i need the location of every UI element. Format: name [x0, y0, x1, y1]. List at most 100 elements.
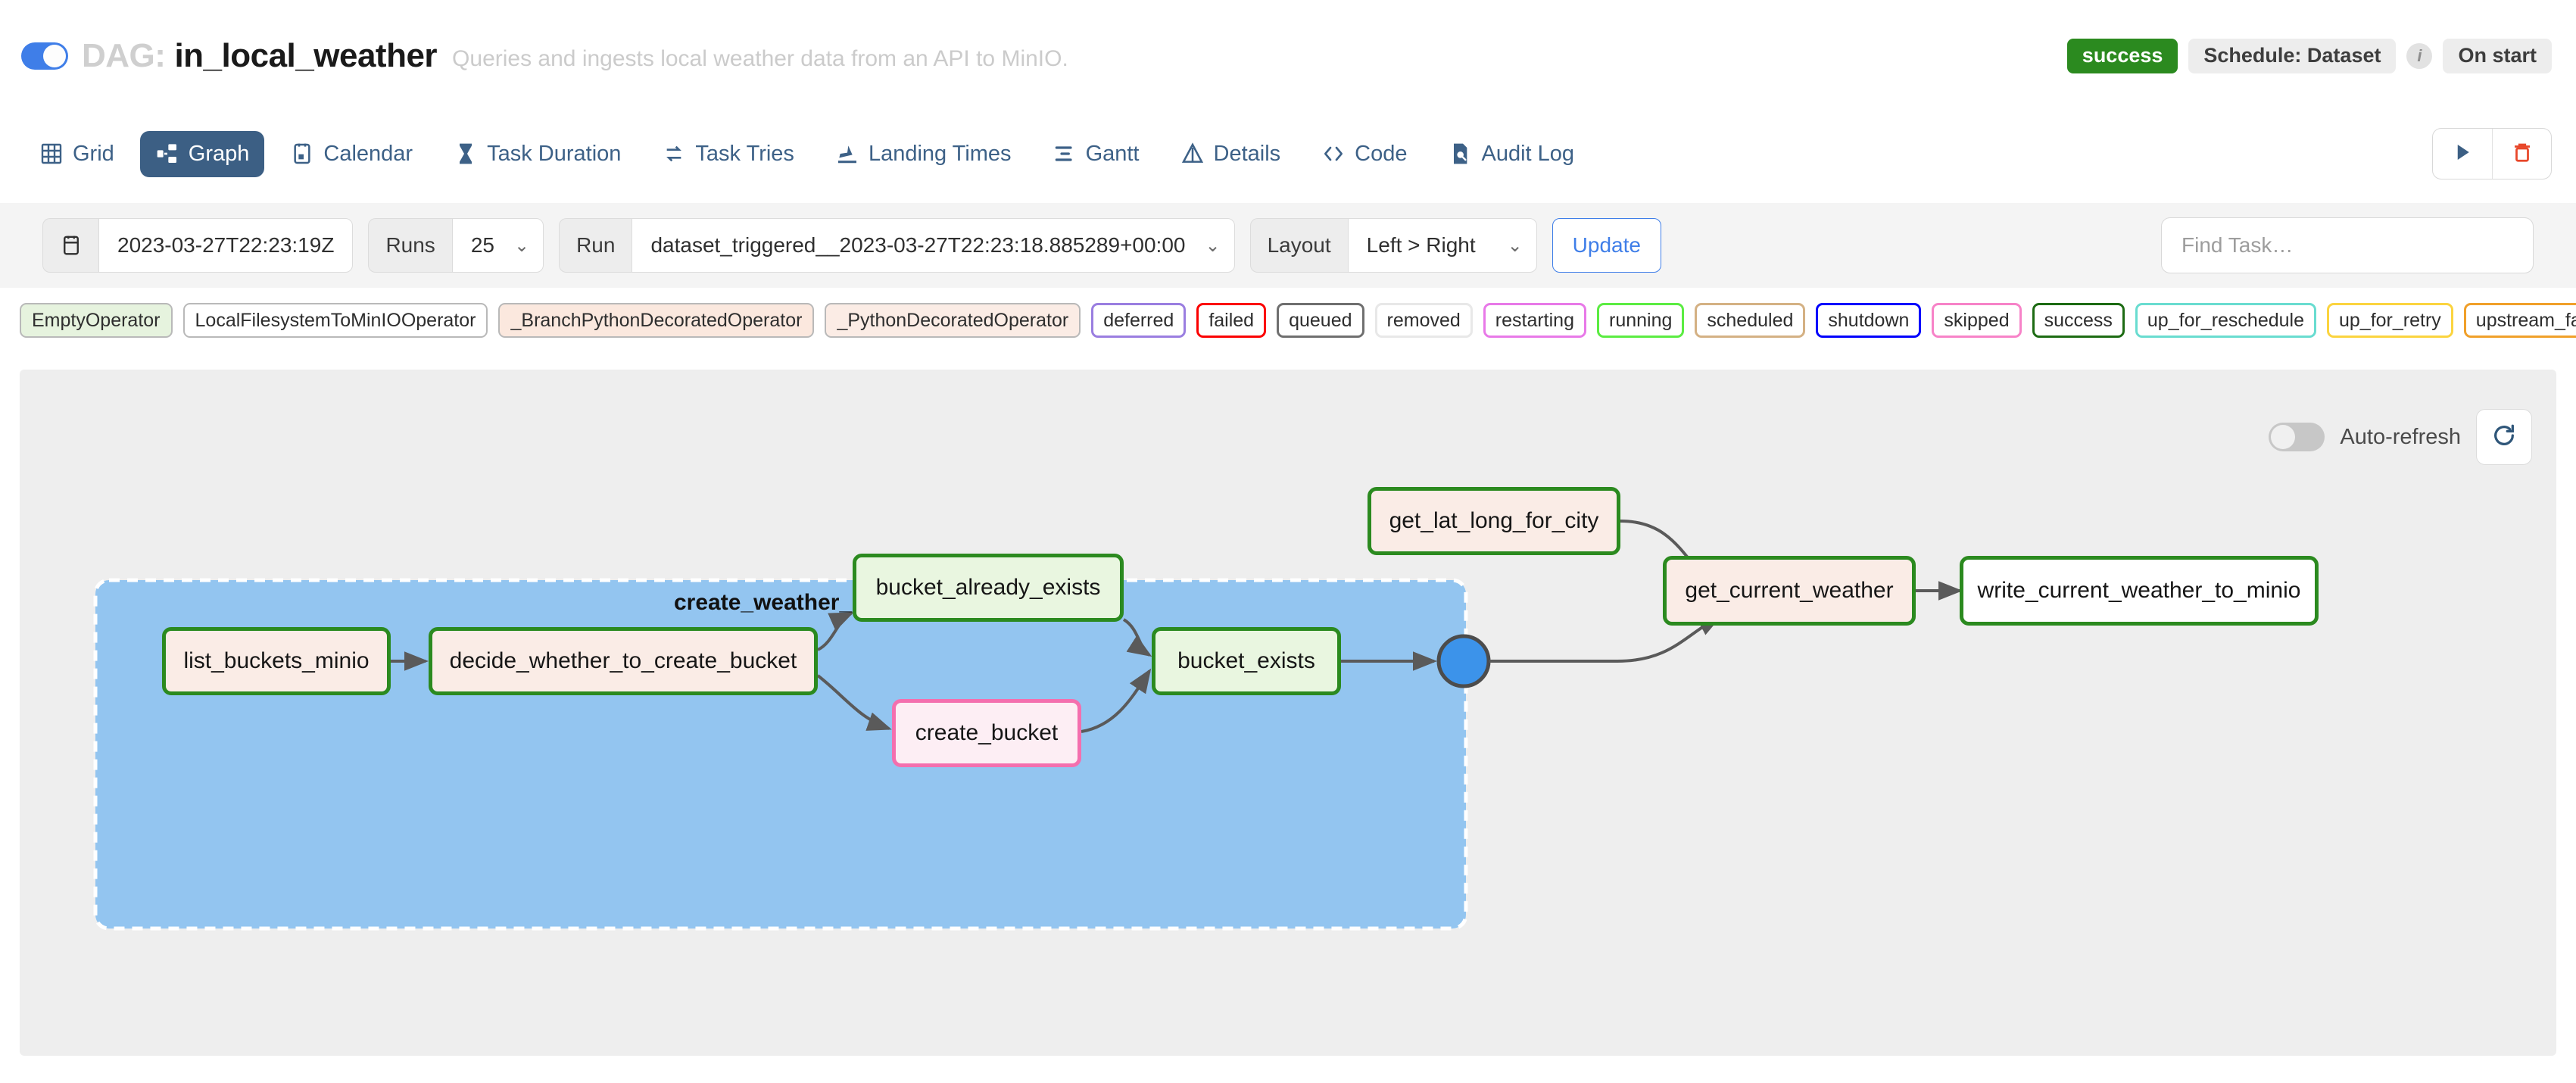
view-tabs: Grid Graph Calendar [0, 112, 2576, 195]
tab-label: Audit Log [1481, 141, 1575, 166]
task-node-write-current-weather-to-minio[interactable]: write_current_weather_to_minio [1960, 556, 2319, 626]
task-node-get-current-weather[interactable]: get_current_weather [1663, 556, 1916, 626]
legend-status-deferred[interactable]: deferred [1091, 302, 1187, 339]
task-node-list-buckets-minio[interactable]: list_buckets_minio [162, 627, 391, 695]
gantt-icon [1053, 142, 1077, 166]
task-node-decide-whether-to-create-bucket[interactable]: decide_whether_to_create_bucket [429, 627, 818, 695]
edge-already-exists-to-bucket-exists [1122, 618, 1152, 657]
tab-task-duration[interactable]: Task Duration [438, 131, 636, 177]
legend-status-up-for-reschedule[interactable]: up_for_reschedule [2135, 302, 2316, 339]
tab-calendar[interactable]: Calendar [275, 131, 428, 177]
run-filter: Run dataset_triggered__2023-03-27T22:23:… [559, 218, 1235, 273]
tab-audit-log[interactable]: Audit Log [1433, 131, 1589, 177]
edge-decide-to-already-exists [817, 612, 854, 651]
tab-grid[interactable]: Grid [24, 131, 129, 177]
triangle-icon [1180, 142, 1205, 166]
code-icon [1321, 142, 1346, 166]
legend-operator-chip[interactable]: LocalFilesystemToMinIOOperator [182, 302, 488, 339]
tab-label: Task Tries [695, 141, 794, 166]
refresh-button[interactable] [2476, 409, 2532, 465]
dag-pause-toggle[interactable] [21, 42, 68, 70]
tab-graph[interactable]: Graph [139, 130, 265, 177]
grid-icon [39, 142, 64, 166]
runs-value: 25 [470, 233, 494, 257]
legend-status-removed[interactable]: removed [1374, 302, 1473, 339]
graph-canvas[interactable]: Auto-refresh [20, 370, 2556, 1056]
task-group-join-node [1436, 634, 1491, 688]
run-value: dataset_triggered__2023-03-27T22:23:18.8… [650, 233, 1186, 257]
graph-toolbar: 2023-03-27T22:23:19Z Runs 25 ⌄ Run datas… [0, 203, 2576, 288]
run-label: Run [559, 218, 632, 273]
chevron-down-icon: ⌄ [513, 235, 530, 256]
tab-code[interactable]: Code [1306, 131, 1422, 177]
dag-prefix-label: DAG: [82, 37, 166, 74]
runs-filter: Runs 25 ⌄ [368, 218, 544, 273]
legend-status-shutdown[interactable]: shutdown [1816, 302, 1922, 339]
tab-label: Gantt [1085, 141, 1140, 166]
refresh-icon [2491, 423, 2517, 452]
next-run-badge: On start [2443, 39, 2552, 73]
schedule-badge: Schedule: Dataset [2188, 39, 2397, 73]
legend-status-restarting[interactable]: restarting [1483, 302, 1586, 339]
tab-label: Details [1213, 141, 1281, 166]
tab-gantt[interactable]: Gantt [1037, 131, 1155, 177]
edge-create-bucket-to-bucket-exists [1081, 668, 1152, 733]
graph-icon [155, 142, 179, 166]
run-select[interactable]: dataset_triggered__2023-03-27T22:23:18.8… [632, 218, 1235, 273]
update-button[interactable]: Update [1552, 218, 1661, 273]
dag-actions [2432, 128, 2552, 179]
legend-operator-chip[interactable]: _BranchPythonDecoratedOperator [498, 302, 815, 339]
task-node-bucket-already-exists[interactable]: bucket_already_exists [853, 554, 1124, 622]
task-node-get-lat-long-for-city[interactable]: get_lat_long_for_city [1368, 487, 1620, 555]
tab-label: Code [1355, 141, 1408, 166]
toggle-knob [2271, 425, 2296, 449]
legend-status-skipped[interactable]: skipped [1932, 302, 2022, 339]
legend-status-running[interactable]: running [1597, 302, 1685, 339]
legend-status-upstream-failed[interactable]: upstream_failed [2463, 302, 2576, 339]
tab-task-tries[interactable]: Task Tries [647, 131, 809, 177]
tab-label: Grid [73, 141, 114, 166]
legend-operator-chip[interactable]: EmptyOperator [20, 302, 173, 339]
layout-select[interactable]: Left > Right ⌄ [1347, 218, 1537, 273]
page-title: in_local_weather [174, 37, 438, 74]
layout-label: Layout [1249, 218, 1348, 273]
header-badges: success Schedule: Dataset i On start [2066, 39, 2555, 73]
task-node-bucket-exists[interactable]: bucket_exists [1152, 627, 1341, 695]
trigger-dag-button[interactable] [2433, 129, 2492, 179]
dag-description: Queries and ingests local weather data f… [452, 46, 1068, 71]
retry-icon [662, 142, 686, 166]
page-header: DAG: in_local_weather Queries and ingest… [0, 0, 2576, 112]
play-icon [2451, 141, 2474, 167]
runs-label: Runs [368, 218, 452, 273]
legend-status-up-for-retry[interactable]: up_for_retry [2327, 302, 2453, 339]
legend-status-scheduled[interactable]: scheduled [1695, 302, 1806, 339]
find-task-input[interactable]: Find Task… [2161, 217, 2534, 273]
chevron-down-icon: ⌄ [1205, 235, 1221, 256]
date-filter: 2023-03-27T22:23:19Z [42, 218, 354, 273]
legend-status-failed[interactable]: failed [1196, 302, 1267, 339]
legend-status-queued[interactable]: queued [1277, 302, 1364, 339]
auto-refresh-toggle[interactable] [2269, 423, 2325, 451]
graph-edges-layer [93, 520, 1963, 931]
layout-filter: Layout Left > Right ⌄ [1249, 218, 1537, 273]
edge-decide-to-create-bucket [816, 674, 892, 731]
legend-operator-chip[interactable]: _PythonDecoratedOperator [825, 302, 1081, 339]
delete-dag-button[interactable] [2492, 129, 2551, 179]
runs-select[interactable]: 25 ⌄ [451, 218, 544, 273]
toggle-knob [43, 45, 66, 67]
calendar-icon[interactable] [42, 218, 98, 273]
info-icon[interactable]: i [2406, 43, 2433, 69]
execution-date-input[interactable]: 2023-03-27T22:23:19Z [98, 218, 354, 273]
tab-label: Calendar [323, 141, 413, 166]
tab-details[interactable]: Details [1165, 131, 1296, 177]
tab-label: Graph [188, 141, 250, 166]
task-node-create-bucket[interactable]: create_bucket [892, 699, 1081, 767]
tab-label: Task Duration [487, 141, 622, 166]
audit-log-icon [1448, 142, 1472, 166]
refresh-controls: Auto-refresh [2269, 409, 2532, 465]
legend-status-success[interactable]: success [2032, 302, 2125, 339]
landing-icon [835, 142, 859, 166]
tab-landing-times[interactable]: Landing Times [820, 131, 1027, 177]
calendar-icon [290, 142, 314, 166]
